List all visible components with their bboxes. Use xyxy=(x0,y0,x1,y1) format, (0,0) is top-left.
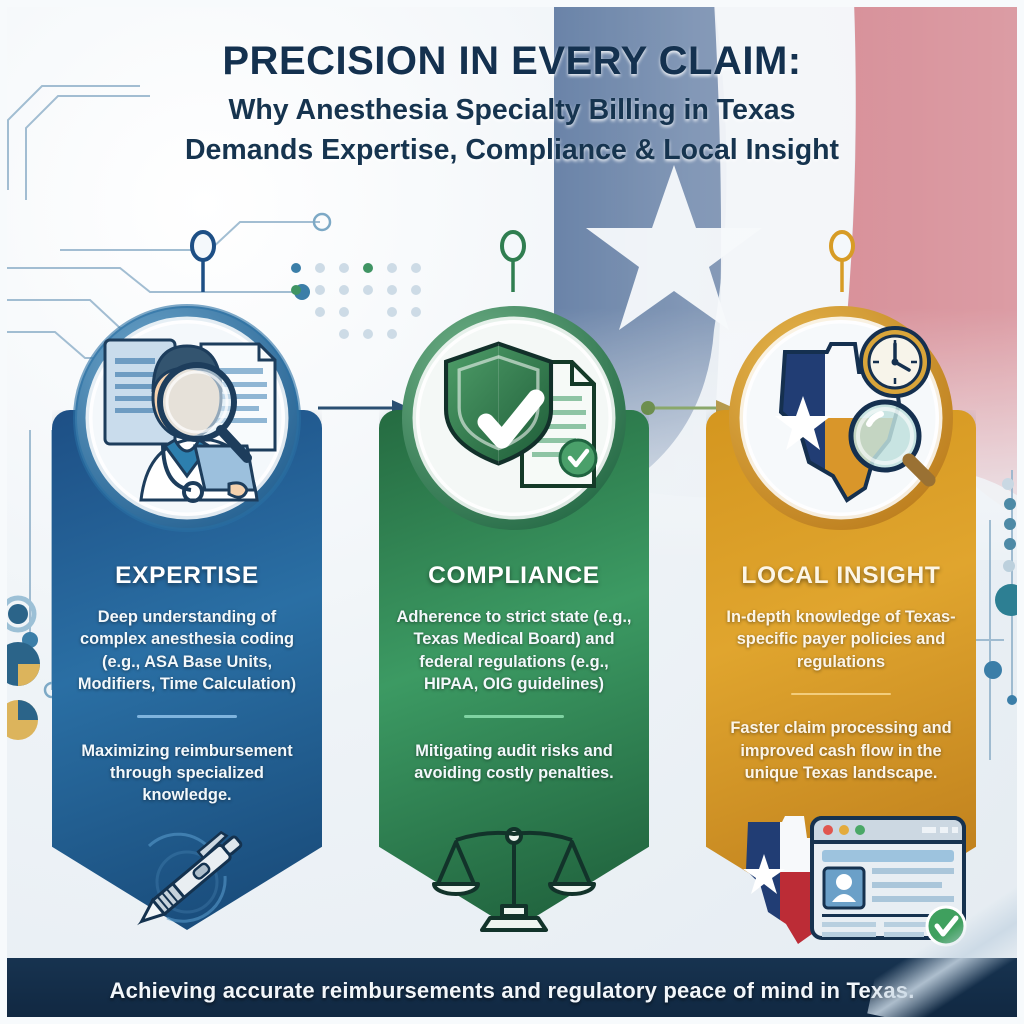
title-subtitle-line2: Demands Expertise, Compliance & Local In… xyxy=(184,133,840,166)
column-local-insight[interactable]: LOCAL INSIGHT In-depth knowledge of Texa… xyxy=(682,300,1000,960)
footer-bar: Achieving accurate reimbursements and re… xyxy=(0,958,1024,1024)
divider-expertise xyxy=(137,715,237,718)
heading-expertise: EXPERTISE xyxy=(115,562,259,589)
page-title: PRECISION IN EVERY CLAIM: Why Anesthesia… xyxy=(0,38,1024,169)
footer-text: Achieving accurate reimbursements and re… xyxy=(109,978,915,1003)
texas-map-clock-magnifier-icon xyxy=(729,306,953,530)
pen-icon xyxy=(137,830,243,926)
shield-check-document-icon xyxy=(402,306,626,530)
title-subtitle-line1: Why Anesthesia Specialty Billing in Texa… xyxy=(228,94,796,126)
body-secondary-compliance: Mitigating audit risks and avoiding cost… xyxy=(414,741,614,783)
divider-local-insight xyxy=(791,692,891,696)
pillar-columns: EXPERTISE Deep understanding of complex … xyxy=(0,300,1024,960)
body-secondary-expertise: Maximizing reimbursement through special… xyxy=(81,741,293,805)
doctor-magnifier-documents-icon xyxy=(73,304,301,532)
title-main: PRECISION IN EVERY CLAIM: xyxy=(222,39,802,83)
body-primary-expertise: Deep understanding of complex anesthesia… xyxy=(77,608,297,693)
body-primary-local-insight: In-depth knowledge of Texas-specific pay… xyxy=(726,608,956,671)
body-secondary-local-insight: Faster claim processing and improved cas… xyxy=(730,719,952,783)
connector-rail xyxy=(190,230,855,292)
column-expertise[interactable]: EXPERTISE Deep understanding of complex … xyxy=(28,300,346,960)
column-compliance[interactable]: COMPLIANCE Adherence to strict state (e.… xyxy=(355,300,673,960)
body-primary-compliance: Adherence to strict state (e.g., Texas M… xyxy=(396,608,632,693)
divider-compliance xyxy=(464,715,564,718)
heading-compliance: COMPLIANCE xyxy=(428,562,600,589)
scales-of-justice-icon xyxy=(432,827,596,932)
heading-local-insight: LOCAL INSIGHT xyxy=(741,562,941,589)
texas-flag-browser-record-icon xyxy=(742,816,967,947)
